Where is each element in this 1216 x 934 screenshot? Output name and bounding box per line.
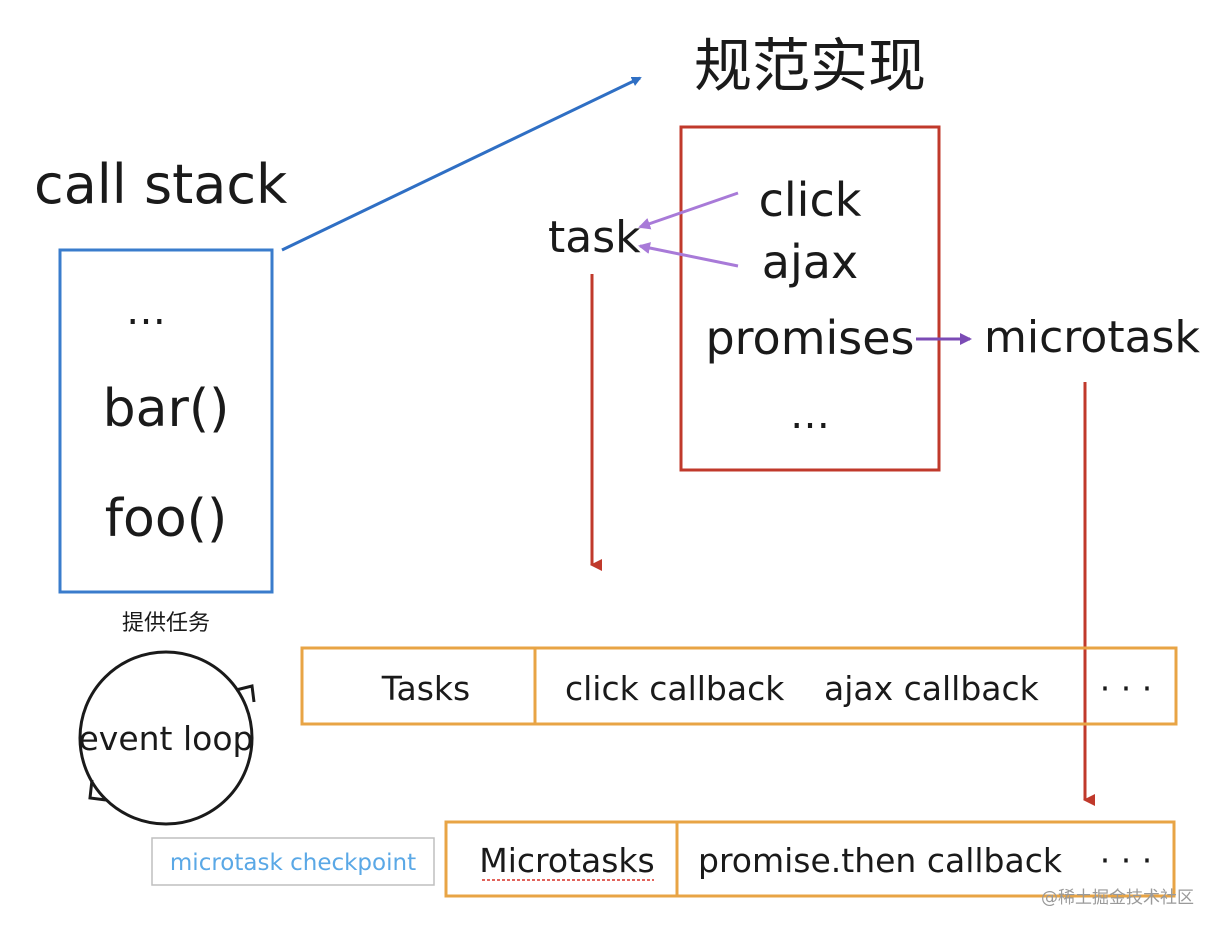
watermark: @稀土掘金技术社区 <box>1041 888 1194 908</box>
tasks-queue-header: Tasks <box>381 669 470 708</box>
spec-item-ajax: ajax <box>762 235 858 289</box>
diagram-title: 规范实现 <box>694 32 926 100</box>
spec-item-ellipsis: … <box>790 392 830 438</box>
event-loop-circle <box>78 650 254 826</box>
call-stack-label: call stack <box>34 153 288 216</box>
microtask-checkpoint-label: microtask checkpoint <box>170 850 416 876</box>
tasks-queue-item-ajax-callback: ajax callback <box>824 669 1040 708</box>
task-label: task <box>548 212 641 263</box>
call-stack-item-ellipsis: … <box>126 288 166 334</box>
spec-item-click: click <box>759 173 862 227</box>
provide-task-label: 提供任务 <box>122 611 210 636</box>
click-to-task-arrow <box>638 191 739 230</box>
microtasks-queue-box <box>444 820 1176 898</box>
tasks-queue-item-click-callback: click callback <box>565 669 785 708</box>
microtasks-queue-header: Microtasks <box>479 841 654 880</box>
call-stack-item-bar: bar() <box>103 379 230 439</box>
microtask-checkpoint-box <box>151 837 435 886</box>
call-stack-item-foo: foo() <box>105 489 228 549</box>
ajax-to-task-arrow <box>638 242 739 268</box>
tasks-queue-box <box>300 646 1178 726</box>
spec-box <box>679 125 941 472</box>
event-loop-label: event loop <box>79 719 254 758</box>
tasks-queue-item-ellipsis: · · · <box>1100 669 1152 708</box>
event-loop-arrowhead-top <box>235 684 256 703</box>
call-stack-to-spec-arrow <box>281 76 642 252</box>
microtask-label: microtask <box>984 312 1200 363</box>
microtasks-queue-item-ellipsis: · · · <box>1100 841 1152 880</box>
event-loop-arrowhead-bottom <box>88 779 107 802</box>
spec-item-promises: promises <box>705 311 914 365</box>
call-stack-box <box>58 248 274 594</box>
microtasks-queue-item-promise-then-callback: promise.then callback <box>698 841 1063 880</box>
